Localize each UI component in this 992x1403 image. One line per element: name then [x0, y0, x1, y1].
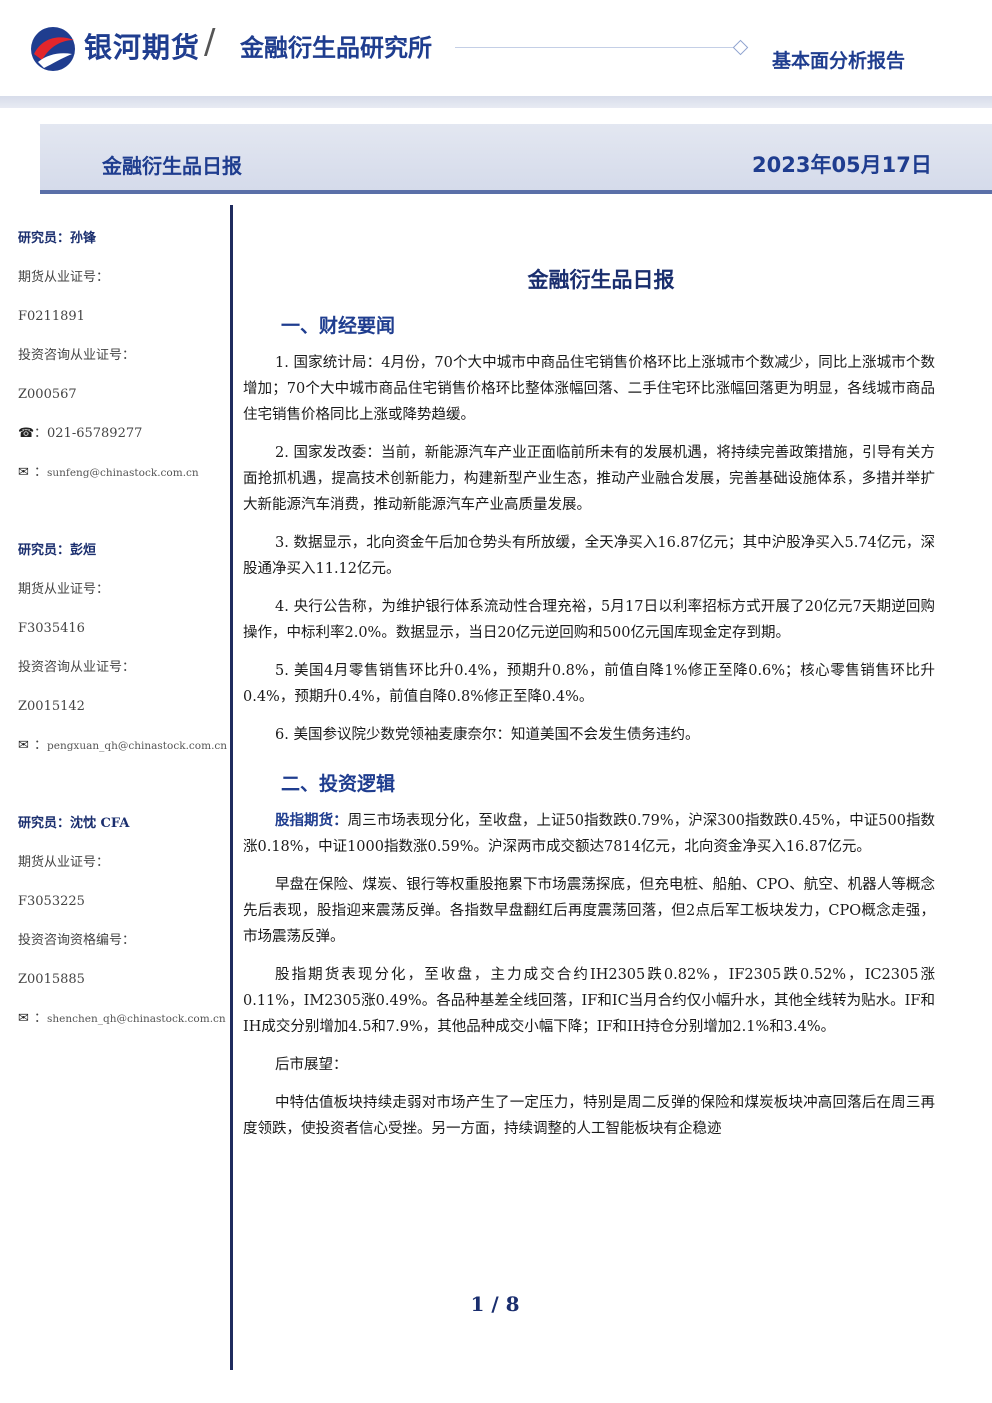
report-date: 2023年05月17日 [752, 153, 932, 177]
cert-number: F0211891 [18, 309, 85, 324]
section-heading-logic: 二、投资逻辑 [281, 773, 396, 795]
advisor-label: 投资咨询资格编号： [18, 933, 136, 948]
news-item: 1. 国家统计局：4月份，70个大中城市中商品住宅销售价格环比上涨城市个数减少，… [243, 355, 935, 423]
sidebar-divider [230, 205, 233, 1370]
advisor-number: Z0015885 [18, 972, 85, 987]
cert-label: 期货从业证号： [18, 582, 110, 597]
researcher-name: 研究员：彭烜 [18, 543, 97, 558]
news-item: 6. 美国参议院少数党领袖麦康奈尔：知道美国不会发生债务违约。 [275, 727, 700, 743]
top-header: 银河期货 / 金融衍生品研究所 基本面分析报告 [0, 0, 992, 108]
logic-paragraph: 中特估值板块持续走弱对市场产生了一定压力，特别是周二反弹的保险和煤炭板块冲高回落… [243, 1095, 935, 1137]
cert-number: F3053225 [18, 894, 85, 909]
news-item: 5. 美国4月零售销售环比升0.4%，预期升0.8%，前值自降1%修正至降0.6… [243, 663, 935, 705]
email-link[interactable]: sunfeng@chinastock.com.cn [47, 467, 199, 479]
researcher-card: 研究员：孙锋 期货从业证号： F0211891 投资咨询从业证号： Z00056… [18, 228, 228, 501]
institute-name: 金融衍生品研究所 [240, 34, 432, 62]
cert-number: F3035416 [18, 621, 85, 636]
envelope-icon: ✉ [18, 1011, 29, 1026]
logic-label: 股指期货： [275, 813, 348, 829]
logic-paragraph: 股指期货：周三市场表现分化，至收盘，上证50指数跌0.79%，沪深300指数跌0… [243, 808, 935, 860]
report-type: 基本面分析报告 [772, 50, 906, 72]
title-band [40, 124, 992, 194]
envelope-icon: ✉ [18, 738, 29, 753]
advisor-number: Z000567 [18, 387, 77, 402]
galaxy-logo-icon [31, 27, 75, 71]
doc-title: 金融衍生品日报 [527, 268, 675, 292]
news-item: 2. 国家发改委：当前，新能源汽车产业正面临前所未有的发展机遇，将持续完善政策措… [243, 445, 935, 513]
section-heading-news: 一、财经要闻 [281, 315, 396, 337]
telephone-icon: ☎ [18, 426, 35, 441]
diamond-icon [732, 39, 749, 56]
advisor-label: 投资咨询从业证号： [18, 660, 136, 675]
logic-paragraph: 股指期货表现分化，至收盘，主力成交合约IH2305跌0.82%，IF2305跌0… [243, 967, 935, 1035]
email-link[interactable]: pengxuan_qh@chinastock.com.cn [47, 740, 228, 752]
header-slash: / [204, 22, 216, 62]
researcher-name: 研究员：沈忱 CFA [18, 816, 130, 831]
band-title: 金融衍生品日报 [102, 154, 242, 178]
brand-name: 银河期货 [84, 31, 201, 64]
title-band-underline [40, 190, 992, 194]
advisor-label: 投资咨询从业证号： [18, 348, 136, 363]
phone-number: 021-65789277 [47, 426, 143, 441]
cert-label: 期货从业证号： [18, 270, 110, 285]
researcher-card: 研究员：彭烜 期货从业证号： F3035416 投资咨询从业证号： Z00151… [18, 540, 228, 774]
outlook-label: 后市展望： [275, 1057, 348, 1073]
researcher-card: 研究员：沈忱 CFA 期货从业证号： F3053225 投资咨询资格编号： Z0… [18, 813, 228, 1047]
main-content: 金融衍生品日报 一、财经要闻 1. 国家统计局：4月份，70个大中城市中商品住宅… [243, 262, 935, 1154]
logic-text: 周三市场表现分化，至收盘，上证50指数跌0.79%，沪深300指数跌0.45%，… [243, 813, 935, 855]
email-link[interactable]: shenchen_qh@chinastock.com.cn [47, 1013, 226, 1025]
header-band [0, 96, 992, 108]
news-item: 4. 央行公告称，为维护银行体系流动性合理充裕，5月17日以利率招标方式开展了2… [243, 599, 935, 641]
researcher-sidebar: 研究员：孙锋 期货从业证号： F0211891 投资咨询从业证号： Z00056… [18, 228, 228, 1047]
page-number: 1 / 8 [470, 1292, 520, 1316]
phone-row: ☎：021-65789277 [18, 423, 228, 462]
email-row: ✉：pengxuan_qh@chinastock.com.cn [18, 735, 228, 774]
logic-paragraph: 早盘在保险、煤炭、银行等权重股拖累下市场震荡探底，但充电桩、船舶、CPO、航空、… [243, 877, 935, 945]
news-item: 3. 数据显示，北向资金午后加仓势头有所放缓，全天净买入16.87亿元；其中沪股… [243, 535, 935, 577]
cert-label: 期货从业证号： [18, 855, 110, 870]
header-deco-line [455, 47, 737, 48]
email-row: ✉：sunfeng@chinastock.com.cn [18, 462, 228, 501]
researcher-name: 研究员：孙锋 [18, 231, 97, 246]
envelope-icon: ✉ [18, 465, 29, 480]
email-row: ✉：shenchen_qh@chinastock.com.cn [18, 1008, 228, 1047]
advisor-number: Z0015142 [18, 699, 85, 714]
